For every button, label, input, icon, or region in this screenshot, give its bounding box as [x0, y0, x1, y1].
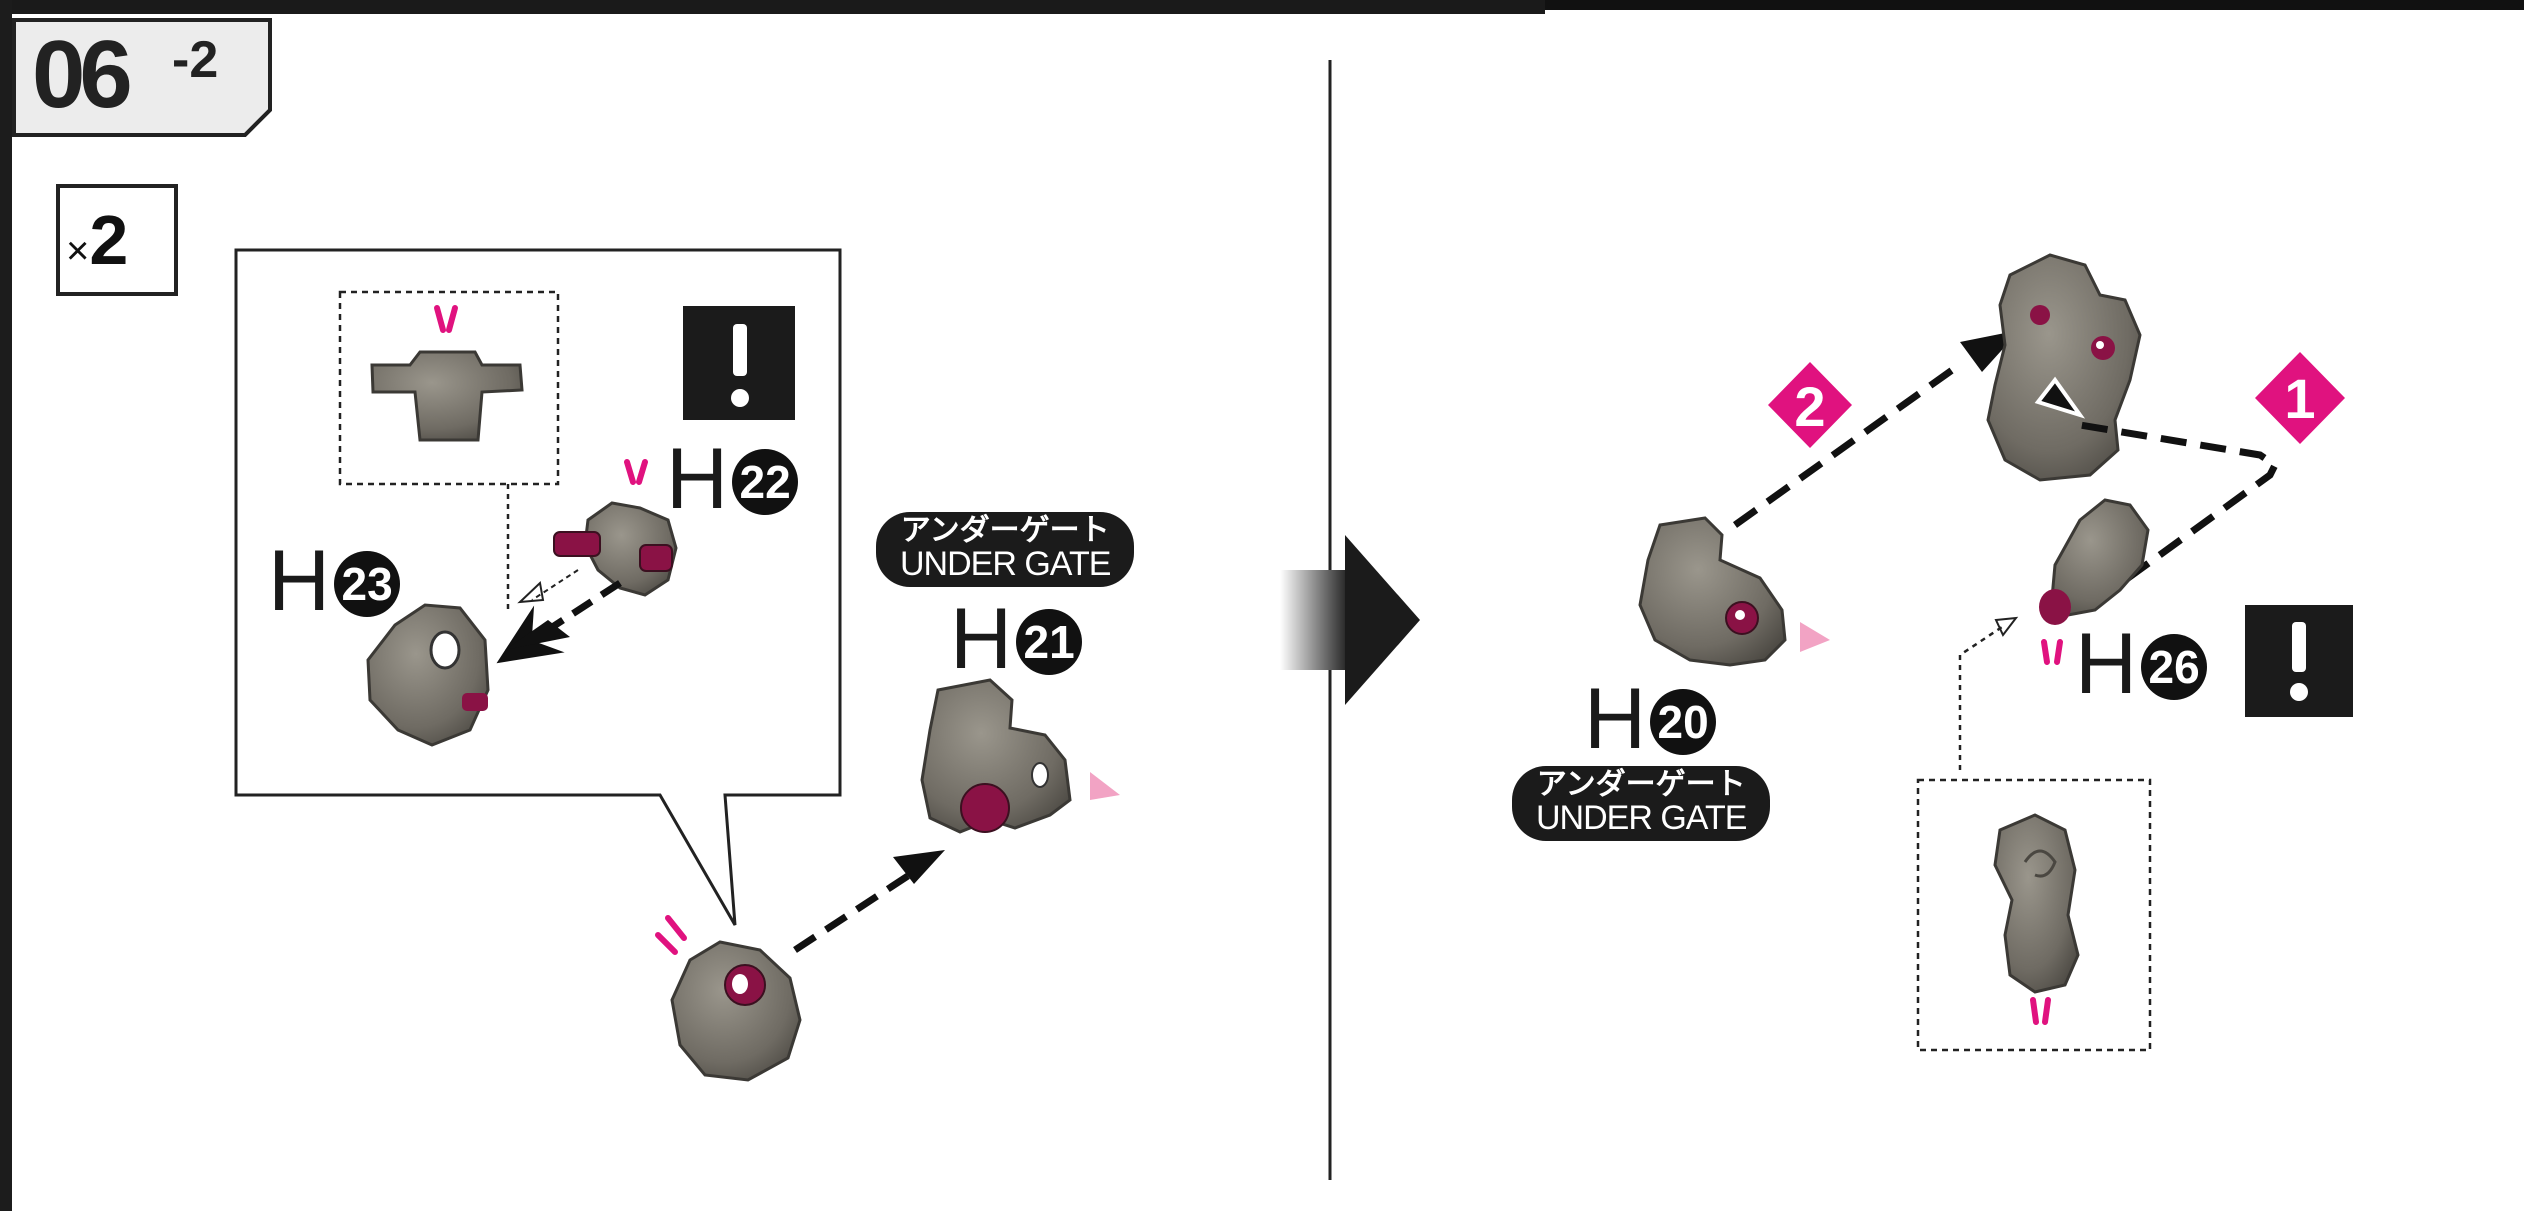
- part-h23-shape: [366, 603, 490, 747]
- detail-leader-right-head: [1994, 616, 2019, 637]
- part-detail-box-left: [338, 290, 560, 486]
- assembly-arrowhead-step1: [2034, 376, 2086, 419]
- gate-label-left: アンダーゲート UNDER GATE: [876, 512, 1135, 588]
- part-number-h22: 22: [732, 449, 799, 515]
- gate-mark-h22: [624, 459, 648, 485]
- hint-arrowhead-h23: [517, 580, 545, 604]
- gate-mark-top-detail: [434, 305, 458, 333]
- part-letter-h22: H: [666, 431, 729, 527]
- part-detail-texture: [2023, 849, 2057, 878]
- gate-label-right-jp: アンダーゲート: [1536, 768, 1746, 801]
- part-h21-shape: [920, 678, 1072, 834]
- part-letter-h21: H: [950, 591, 1013, 687]
- quantity-count: 2: [89, 201, 129, 279]
- gate-mark-h21: [1090, 772, 1120, 800]
- part-number-h26: 26: [2141, 634, 2208, 700]
- gate-label-right: アンダーゲート UNDER GATE: [1512, 766, 1771, 842]
- warning-glyph-dot: [731, 389, 749, 407]
- warning-glyph-stem: [733, 324, 747, 376]
- step-header-frame: [12, 18, 272, 137]
- assembly-arrow-h22-h23: [496, 580, 622, 664]
- warning-glyph-stem-right: [2292, 622, 2306, 672]
- hint-arrow-h23: [531, 569, 579, 601]
- gate-label-left-en: UNDER GATE: [900, 544, 1111, 583]
- quantity-label: ×2: [66, 200, 128, 280]
- order-marker-1: [2255, 352, 2345, 444]
- part-number-h21: 21: [1016, 609, 1083, 675]
- gate-label-right-en: UNDER GATE: [1536, 798, 1747, 837]
- part-h20-shape: [1638, 516, 1787, 667]
- order-marker-1-label: 1: [2284, 367, 2316, 430]
- part-h26-shape: [2039, 498, 2150, 625]
- part-shape-top-detail: [370, 350, 524, 442]
- left-edge-strip: [0, 0, 12, 1211]
- quantity-times: ×: [66, 229, 90, 273]
- part-letter-h23: H: [268, 533, 331, 629]
- proceed-arrow-icon: [1280, 535, 1420, 705]
- part-number-h23: 23: [334, 551, 401, 617]
- part-h22-shape: [553, 501, 678, 597]
- gate-mark-h20: [1800, 622, 1830, 652]
- assembly-arrow-step1: [2079, 421, 2280, 605]
- assembly-arrowhead-base-h21: [893, 850, 945, 884]
- detail-leader-right: [1958, 623, 2006, 770]
- top-strip: [0, 0, 1545, 14]
- part-number-h20: 20: [1650, 689, 1717, 755]
- step-substep: -2: [172, 31, 219, 89]
- gate-label-left-jp: アンダーゲート: [900, 514, 1110, 547]
- order-marker-2-label: 2: [1794, 375, 1826, 438]
- gate-mark-h26: [2041, 639, 2063, 665]
- part-letter-h20: H: [1584, 671, 1647, 767]
- part-letter-h26: H: [2075, 616, 2138, 712]
- assembly-arrow-step2: [1732, 365, 1958, 528]
- assembly-arrow-base-h21: [793, 865, 922, 953]
- part-shape-right-detail: [1993, 813, 2080, 994]
- step-number: 06: [32, 21, 133, 128]
- part-base-left-shape: [670, 940, 802, 1082]
- gate-mark-right-detail: [2030, 997, 2051, 1025]
- order-marker-2: [1768, 362, 1852, 448]
- part-assembly-top-shape: [1986, 253, 2142, 482]
- assembly-arrowhead-h22-h23: [505, 620, 570, 650]
- top-strip-right: [1545, 0, 2524, 10]
- gate-mark-base-left: [655, 915, 687, 955]
- part-detail-box-right: [1916, 778, 2152, 1052]
- quantity-box: [56, 184, 178, 296]
- warning-glyph-dot-right: [2290, 683, 2308, 701]
